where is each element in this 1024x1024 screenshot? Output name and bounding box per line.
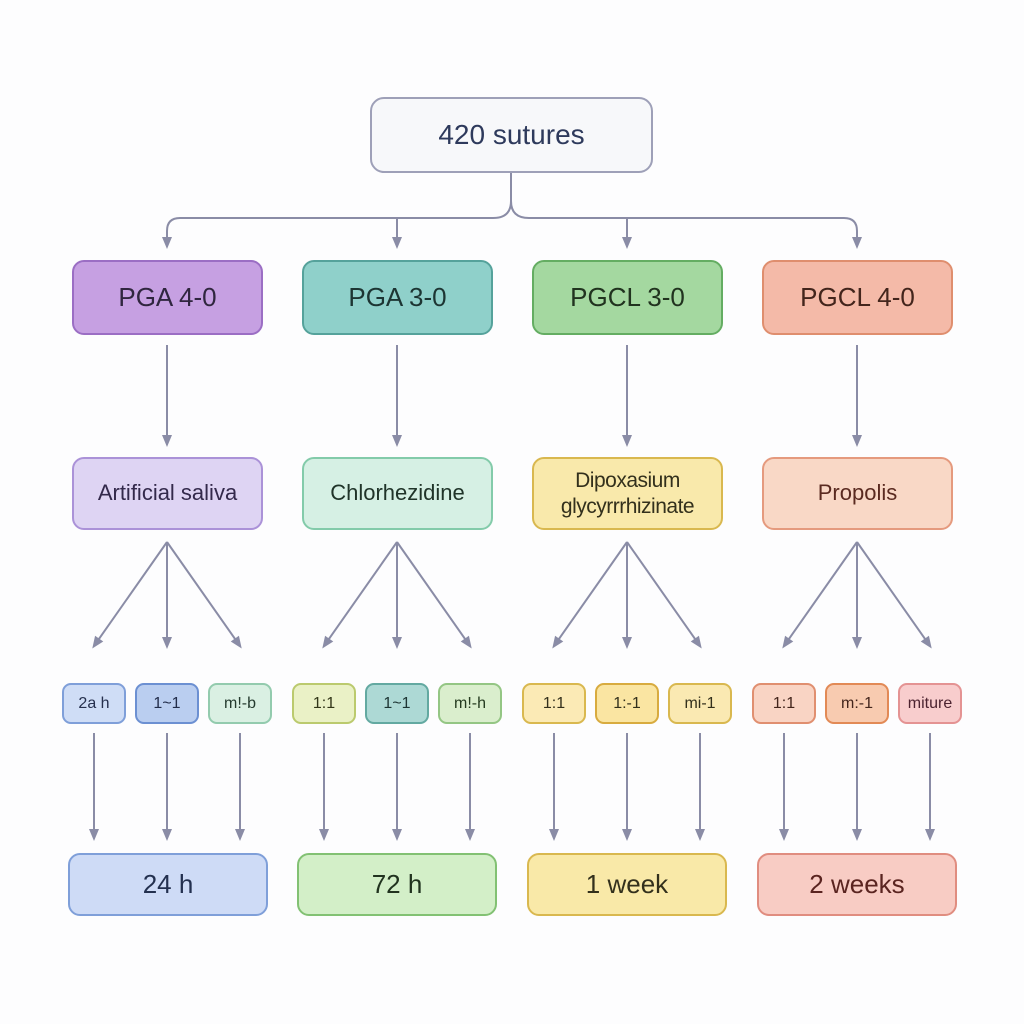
ratio-node: 1~1 <box>365 683 429 724</box>
ratio-to-duration-arrows <box>89 733 935 841</box>
ratio-node: 1:1 <box>522 683 586 724</box>
ratio-node: 2a h <box>62 683 126 724</box>
duration-node-24h: 24 h <box>68 853 268 916</box>
ratio-node: 1:-1 <box>595 683 659 724</box>
treatment-node-artificial-saliva: Artificial saliva <box>72 457 263 530</box>
duration-node-2-weeks: 2 weeks <box>757 853 957 916</box>
root-node-total-sutures: 420 sutures <box>370 97 653 173</box>
suture-node-pga-4-0: PGA 4-0 <box>72 260 263 335</box>
suture-node-pga-3-0: PGA 3-0 <box>302 260 493 335</box>
treatment-node-propolis: Propolis <box>762 457 953 530</box>
ratio-node: m!-b <box>208 683 272 724</box>
ratio-node: 1:1 <box>752 683 816 724</box>
ratio-node: mi-1 <box>668 683 732 724</box>
ratio-node: miture <box>898 683 962 724</box>
ratio-node: m:-1 <box>825 683 889 724</box>
ratio-node: m!-h <box>438 683 502 724</box>
ratio-node: 1~1 <box>135 683 199 724</box>
duration-node-72h: 72 h <box>297 853 497 916</box>
ratio-node: 1:1 <box>292 683 356 724</box>
suture-to-treatment-arrows <box>162 345 862 447</box>
suture-node-pgcl-3-0: PGCL 3-0 <box>532 260 723 335</box>
treatment-node-dipoxasium-glycyrrhizinate: Dipoxasium glycyrrrhizinate <box>532 457 723 530</box>
suture-node-pgcl-4-0: PGCL 4-0 <box>762 260 953 335</box>
root-connector <box>162 173 862 249</box>
treatment-fanout-arrows <box>92 541 932 649</box>
duration-node-1-week: 1 week <box>527 853 727 916</box>
treatment-node-chlorhezidine: Chlorhezidine <box>302 457 493 530</box>
